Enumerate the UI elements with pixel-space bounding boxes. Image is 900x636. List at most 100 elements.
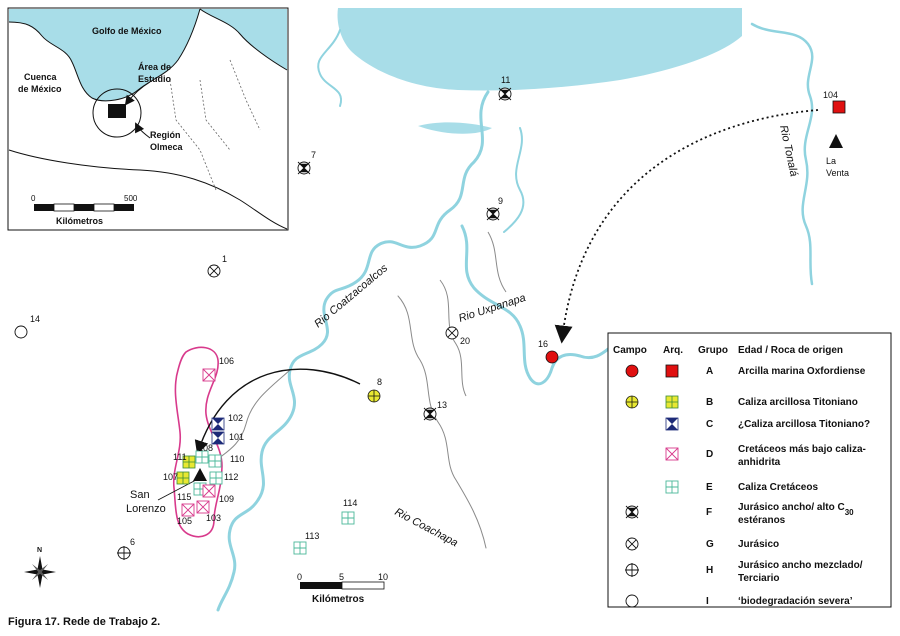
inset-gulf-label: Golfo de México xyxy=(92,26,162,36)
label-rio-coachapa: Rio Coachapa xyxy=(393,506,460,549)
site-label-115: 115 xyxy=(177,492,191,502)
legend-row-I: I‘biodegradación severa’ xyxy=(625,594,853,608)
legend-desc-D: Cretáceos más bajo caliza- xyxy=(738,444,866,455)
legend-desc2-F: estéranos xyxy=(738,515,786,526)
svg-text:N: N xyxy=(37,547,42,554)
grey-tributary-3 xyxy=(213,369,291,463)
site-115: 115 xyxy=(177,482,207,502)
legend-grupo-B: B xyxy=(706,397,713,408)
site-label-7: 7 xyxy=(311,150,316,160)
legend-row-G: G Jurásico xyxy=(625,537,779,551)
site-14: 14 xyxy=(14,314,40,339)
gulf-sea xyxy=(337,8,742,91)
legend-col-edad: Edad / Roca de origen xyxy=(738,345,843,356)
inset-borders xyxy=(169,59,261,191)
site-105: 105 xyxy=(177,503,195,526)
san-lorenzo-leader xyxy=(157,479,197,501)
site-label-110: 110 xyxy=(230,454,244,464)
inset-arrow-study xyxy=(124,81,151,106)
river-uxpanapa-line xyxy=(460,224,614,386)
site-label-11: 11 xyxy=(501,75,510,85)
legend-row-C: C¿Caliza arcillosa Titoniano? xyxy=(665,417,870,431)
legend-col-campo: Campo xyxy=(613,345,647,356)
la-venta-marker xyxy=(829,134,843,148)
legend-grupo-F: F xyxy=(706,507,712,518)
site-label-108: 108 xyxy=(198,443,213,453)
site-1: 1 xyxy=(207,254,227,278)
legend-grupo-H: H xyxy=(706,565,713,576)
site-112: 112 xyxy=(209,471,238,485)
legend-desc-E: Caliza Cretáceos xyxy=(738,482,818,493)
river-tributary xyxy=(503,127,525,233)
legend-desc2-H: Terciario xyxy=(738,573,780,584)
site-20: 20 xyxy=(445,326,470,346)
site-108: 108 xyxy=(195,443,213,464)
river-coachapa-line xyxy=(397,295,487,549)
main-scale-unit: Kilómetros xyxy=(312,594,365,605)
legend-grupo-E: E xyxy=(706,482,713,493)
legend-desc-G: Jurásico xyxy=(738,539,779,550)
label-la-venta-1: La xyxy=(826,156,836,166)
dotted-arrow-104-16 xyxy=(554,109,819,344)
inset-scale-unit: Kilómetros xyxy=(56,216,103,226)
inset-map: Golfo de México Cuenca de México Área de… xyxy=(7,7,289,231)
figure-caption: Figura 17. Rede de Trabajo 2. xyxy=(8,616,160,628)
label-rio-tonala: Rio Tonalá xyxy=(777,124,800,178)
label-san-lorenzo-1: San xyxy=(130,489,150,501)
site-label-111: 111 xyxy=(173,452,187,462)
lagoon xyxy=(418,122,492,134)
san-lorenzo-outline xyxy=(172,346,223,538)
site-label-6: 6 xyxy=(130,537,135,547)
main-scale-bar: 0 5 10 Kilómetros xyxy=(297,572,388,605)
site-109: 109 xyxy=(202,484,234,504)
site-label-1: 1 xyxy=(222,254,227,264)
compass-rose: N xyxy=(24,547,56,588)
site-label-114: 114 xyxy=(343,498,357,508)
site-7: 7 xyxy=(297,150,316,175)
inset-olmec-circle xyxy=(92,88,142,138)
legend-desc-I: ‘biodegradación severa’ xyxy=(738,596,853,607)
inset-coast xyxy=(8,8,201,102)
site-label-101: 101 xyxy=(229,432,244,442)
legend-grupo-A: A xyxy=(706,366,713,377)
site-label-14: 14 xyxy=(30,314,40,324)
inset-scale-0: 0 xyxy=(31,194,36,203)
solid-arrow-8-sanlorenzo xyxy=(194,368,361,455)
inset-pacific-coast xyxy=(8,149,288,230)
legend-col-grupo: Grupo xyxy=(698,345,728,356)
site-13: 13 xyxy=(423,400,447,421)
site-114: 114 xyxy=(341,498,357,525)
inset-gulf xyxy=(9,9,200,101)
site-label-13: 13 xyxy=(437,400,447,410)
legend-row-E: E Caliza Cretáceos xyxy=(665,480,818,494)
inset-study-2: Estudio xyxy=(138,74,172,84)
site-label-103: 103 xyxy=(206,513,221,523)
label-la-venta-2: Venta xyxy=(826,168,849,178)
inset-study-1: Área de xyxy=(138,62,171,72)
site-label-20: 20 xyxy=(460,336,470,346)
site-107: 107 xyxy=(163,471,190,485)
site-label-113: 113 xyxy=(305,531,319,541)
inset-basin-1: Cuenca xyxy=(24,72,58,82)
site-label-104: 104 xyxy=(823,90,838,100)
legend-desc-B: Caliza arcillosa Titoniano xyxy=(738,397,858,408)
legend-grupo-G: G xyxy=(706,539,714,550)
site-9: 9 xyxy=(486,196,503,221)
legend-desc2-D: anhidrita xyxy=(738,457,781,468)
label-rio-coatzacoalcos: Rio Coatzacoalcos xyxy=(312,262,390,330)
site-label-107: 107 xyxy=(163,472,178,482)
label-san-lorenzo-2: Lorenzo xyxy=(126,503,166,515)
inset-scale-500: 500 xyxy=(124,194,138,203)
site-label-16: 16 xyxy=(538,339,548,349)
san-lorenzo-marker xyxy=(193,468,207,481)
site-label-8: 8 xyxy=(377,377,382,387)
river-coatzacoalcos-line xyxy=(216,90,490,612)
site-label-9: 9 xyxy=(498,196,503,206)
site-label-106: 106 xyxy=(219,356,234,366)
